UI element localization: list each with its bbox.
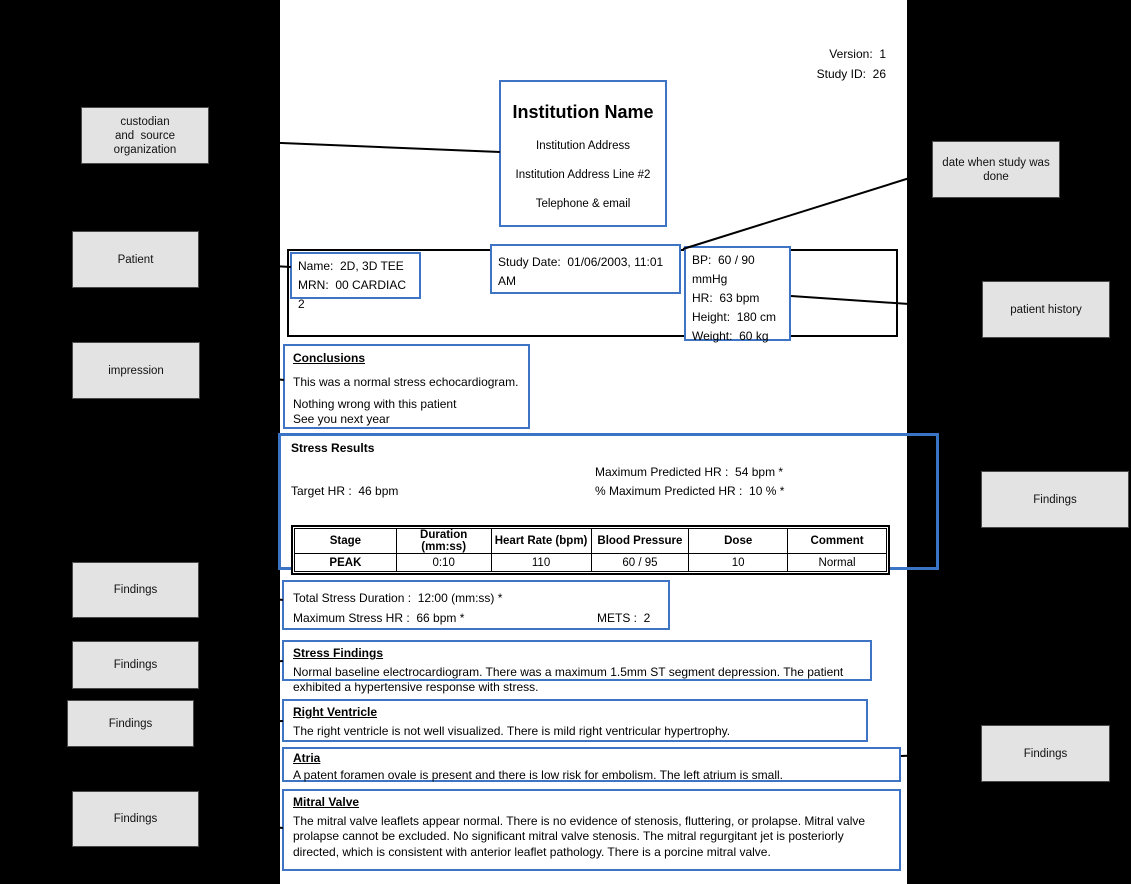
annotation-findings-label: Findings [113, 584, 158, 596]
max-predicted-hr: Maximum Predicted HR : 54 bpm * [595, 465, 784, 479]
vitals-bp: BP: 60 / 90 mmHg [692, 253, 759, 286]
report-page: Version: 1 Study ID: 26 Institution Name… [278, 0, 939, 884]
right-ventricle-body: The right ventricle is not well visualiz… [293, 723, 731, 738]
annotation-custodian-line2: and source [114, 129, 176, 142]
annotation-findings-label: Findings [1023, 747, 1068, 760]
stress-findings-title: Stress Findings [293, 646, 384, 660]
annotation-custodian-source: custodian and source organization [81, 107, 209, 164]
institution-name: Institution Name [512, 102, 654, 122]
annotation-patient: Patient [72, 231, 199, 288]
stress-results-title: Stress Results [291, 441, 375, 455]
total-stress-duration: Total Stress Duration : 12:00 (mm:ss) * [293, 591, 503, 605]
annotation-patient-label: Patient [117, 253, 154, 266]
study-id-label: Study ID: 26 [816, 67, 886, 81]
stress-findings-section: Stress Findings Normal baseline electroc… [282, 640, 872, 694]
vitals-weight: Weight: 60 kg [692, 329, 769, 343]
col-duration: Duration (mm:ss) [395, 528, 492, 554]
annotation-patient-history-label: patient history [1010, 303, 1082, 316]
target-hr: Target HR : 46 bpm [291, 484, 399, 498]
cell-dose: 10 [688, 553, 789, 572]
atria-body: A patent foramen ovale is present and th… [293, 767, 783, 782]
annotation-findings-left-1: Findings [72, 562, 199, 618]
cell-heart-rate: 110 [490, 553, 592, 572]
annotation-patient-history: patient history [982, 281, 1110, 338]
annotation-impression: impression [72, 342, 200, 399]
stress-stage-table: Stage Duration (mm:ss) Heart Rate (bpm) … [291, 525, 890, 575]
right-ventricle-section: Right Ventricle The right ventricle is n… [282, 699, 868, 742]
annotation-impression-label: impression [108, 364, 164, 377]
study-date-box: Study Date: 01/06/2003, 11:01 AM [490, 244, 681, 294]
stress-totals-box: Total Stress Duration : 12:00 (mm:ss) * … [282, 580, 670, 630]
version-block: Version: 1 Study ID: 26 [817, 44, 886, 84]
conclusions-paragraph-1: This was a normal stress echocardiogram. [293, 375, 519, 389]
conclusions-paragraph-3: See you next year [293, 412, 390, 426]
institution-box: Institution Name Institution Address Ins… [499, 80, 667, 227]
atria-section: Atria A patent foramen ovale is present … [282, 747, 901, 782]
atria-title: Atria [293, 751, 321, 765]
right-ventricle-title: Right Ventricle [293, 705, 378, 719]
annotation-findings-label: Findings [108, 717, 153, 730]
mets-value: METS : 2 [597, 611, 651, 625]
cell-blood-pressure: 60 / 95 [590, 553, 690, 572]
annotation-findings-right-2: Findings [981, 725, 1110, 782]
annotation-study-date-label: date when study was done [942, 156, 1053, 183]
col-heart-rate: Heart Rate (bpm) [490, 528, 592, 554]
institution-contact: Telephone & email [535, 198, 631, 210]
max-stress-hr: Maximum Stress HR : 66 bpm * [293, 611, 465, 625]
conclusions-title: Conclusions [293, 351, 366, 365]
annotation-findings-label: Findings [113, 659, 158, 671]
pct-max-predicted-hr: % Maximum Predicted HR : 10 % * [595, 484, 785, 498]
table-row: PEAK 0:10 110 60 / 95 10 Normal [294, 553, 887, 572]
annotation-findings-label: Findings [1033, 493, 1077, 506]
institution-address-line2: Institution Address Line #2 [515, 169, 651, 181]
col-comment: Comment [787, 528, 887, 554]
annotation-findings-left-4: Findings [72, 791, 199, 847]
annotation-findings-left-2: Findings [72, 641, 199, 689]
col-blood-pressure: Blood Pressure [590, 528, 690, 554]
vitals-height: Height: 180 cm [692, 310, 777, 324]
table-header-row: Stage Duration (mm:ss) Heart Rate (bpm) … [294, 528, 887, 554]
mitral-valve-section: Mitral Valve The mitral valve leaflets a… [282, 789, 901, 871]
conclusions-box: Conclusions This was a normal stress ech… [283, 344, 530, 429]
patient-mrn: MRN: 00 CARDIAC 2 [298, 278, 410, 311]
cell-duration: 0:10 [395, 553, 492, 572]
mitral-valve-title: Mitral Valve [293, 795, 360, 809]
version-label: Version: 1 [829, 47, 886, 61]
conclusions-paragraph-2: Nothing wrong with this patient [293, 397, 457, 411]
vitals-box: BP: 60 / 90 mmHg HR: 63 bpm Height: 180 … [684, 246, 791, 343]
vitals-hr: HR: 63 bpm [692, 291, 760, 305]
study-date: Study Date: 01/06/2003, 11:01 AM [498, 255, 666, 288]
col-stage: Stage [294, 528, 397, 554]
cell-comment: Normal [787, 553, 887, 572]
patient-id-box: Name: 2D, 3D TEE MRN: 00 CARDIAC 2 [290, 252, 421, 311]
annotation-custodian-line1: custodian [120, 115, 170, 128]
stress-findings-body: Normal baseline electrocardiogram. There… [293, 664, 847, 695]
col-dose: Dose [688, 528, 789, 554]
annotation-custodian-line3: organization [113, 143, 177, 156]
cell-stage: PEAK [294, 553, 397, 572]
annotation-findings-label: Findings [113, 813, 158, 825]
annotation-findings-right-1: Findings [981, 471, 1129, 528]
patient-name: Name: 2D, 3D TEE [298, 259, 404, 273]
annotation-findings-left-3: Findings [67, 700, 194, 747]
mitral-valve-body: The mitral valve leaflets appear normal.… [293, 813, 869, 859]
annotation-study-date: date when study was done [932, 141, 1060, 198]
institution-address: Institution Address [536, 140, 630, 152]
